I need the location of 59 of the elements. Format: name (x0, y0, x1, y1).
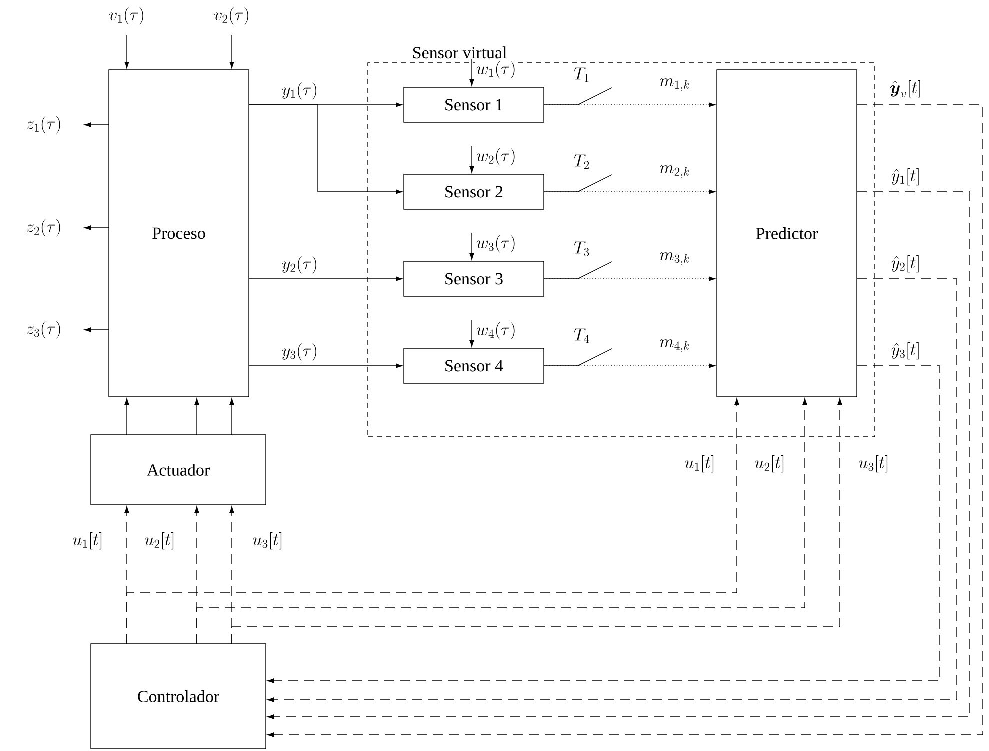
edge-label: $u_3[t]$ (858, 454, 890, 474)
arrow (267, 192, 970, 720)
edge-label: $w_4(\tau)$ (475, 321, 518, 341)
edge-label: $u_1[t]$ (72, 531, 104, 551)
edge-label: $v_1(\tau)$ (108, 6, 146, 26)
edge-label: $z_1(\tau)$ (25, 115, 63, 135)
edge-label: $u_2[t]$ (754, 454, 786, 474)
edge-label: $\hat{y}_2[t]$ (890, 254, 922, 274)
edge-label: $w_3(\tau)$ (475, 234, 518, 254)
edge-label: $u_3[t]$ (252, 531, 284, 551)
sensor-box: Sensor 2 (404, 174, 544, 210)
arrow (248, 364, 403, 368)
sensor-box: Sensor 3 (404, 261, 544, 297)
arrow (124, 34, 130, 69)
edge-label: $m_{4,k}$ (658, 338, 692, 354)
arrow (230, 34, 234, 69)
edge-label: $w_1(\tau)$ (475, 60, 518, 80)
arrow (194, 398, 200, 436)
sensor-box: Sensor 4 (404, 348, 544, 384)
actuator-box: Actuador (90, 434, 266, 506)
edge-label: $\hat{\boldsymbol{y}}_v[t]$ (888, 79, 924, 99)
edge-label: $z_2(\tau)$ (25, 218, 63, 238)
arrow (124, 398, 130, 436)
switch-label: $T_1$ (574, 68, 589, 82)
arrow (470, 232, 474, 260)
predictor-box: Predictor (716, 70, 858, 398)
edge-label: $u_2[t]$ (144, 531, 176, 551)
edge-label: $y_1(\tau)$ (280, 81, 320, 101)
controller-box: Controlador (90, 644, 266, 750)
arrow (230, 398, 234, 436)
node-label: Sensor virtual (414, 46, 507, 59)
edge-label: $m_{1,k}$ (658, 78, 692, 92)
arrow (267, 366, 940, 684)
arrow (84, 328, 110, 332)
edge-label: $m_{3,k}$ (658, 252, 692, 266)
edge-label: $y_2(\tau)$ (280, 255, 320, 275)
switch-label: $T_2$ (574, 154, 590, 170)
edge-label: $u_1[t]$ (684, 454, 716, 474)
edge-label: $z_3(\tau)$ (25, 320, 63, 340)
arrow (126, 398, 740, 644)
arrow (267, 278, 958, 702)
switch-label: $T_3$ (574, 242, 590, 256)
edge-label: $\hat{y}_1[t]$ (890, 167, 922, 187)
arrow (248, 104, 403, 194)
arrow (84, 226, 110, 230)
arrow (267, 104, 984, 738)
edge-label: $y_3(\tau)$ (280, 342, 320, 362)
switch-label: $T_4$ (574, 328, 590, 344)
arrow (470, 146, 474, 174)
edge-label: $\hat{y}_3[t]$ (890, 341, 922, 361)
arrow (248, 276, 403, 282)
arrow (84, 122, 110, 128)
edge-label: $w_2(\tau)$ (475, 147, 518, 167)
edge-label: $m_{2,k}$ (658, 164, 692, 180)
sensor-box: Sensor 1 (404, 87, 544, 123)
arrow (470, 58, 474, 86)
edge-label: $v_2(\tau)$ (212, 6, 252, 26)
process-box: Proceso (108, 70, 250, 398)
arrow (470, 320, 474, 348)
